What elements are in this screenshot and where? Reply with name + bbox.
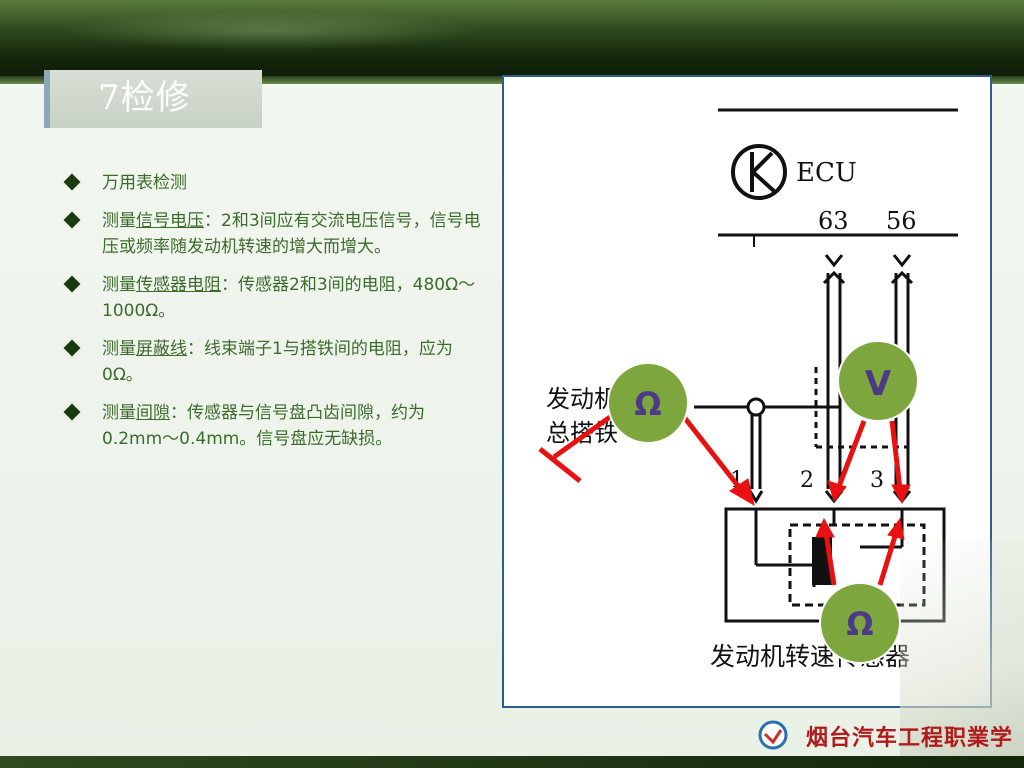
bullet-suffix: ：传感器2和3间的电阻，480Ω～1000Ω。	[102, 275, 476, 321]
bullet-keyword: 信号电压	[136, 211, 204, 231]
diamond-bullet-icon	[63, 339, 81, 357]
diamond-bullet-icon	[63, 275, 81, 293]
bullet-item: 万用表检测	[62, 170, 482, 196]
pin-63-label: 63	[818, 207, 849, 235]
bullet-prefix: 测量	[102, 211, 136, 231]
footer-band	[0, 756, 1024, 768]
bullet-prefix: 测量	[102, 339, 136, 359]
probe-arrows	[538, 414, 911, 586]
volt-meter-icon: V	[837, 340, 919, 422]
ground-label-line2: 总搭铁	[546, 419, 618, 447]
bullet-item: 测量屏蔽线：线束端子1与搭铁间的电阻，应为0Ω。	[62, 336, 482, 388]
bullet-list: 万用表检测 测量信号电压：2和3间应有交流电压信号，信号电压或频率随发动机转速的…	[62, 170, 482, 464]
pin-56-label: 56	[886, 207, 917, 235]
header-shine	[60, 10, 480, 50]
svg-text:Ω: Ω	[634, 385, 661, 423]
page-curl-decoration	[900, 540, 1024, 760]
svg-text:V: V	[865, 364, 892, 404]
bullet-text: 万用表检测	[102, 173, 187, 193]
bullet-item: 测量信号电压：2和3间应有交流电压信号，信号电压或频率随发动机转速的增大而增大。	[62, 208, 482, 260]
terminal-3-label: 3	[870, 468, 884, 493]
ecu-label: ECU	[796, 158, 857, 188]
ohm-meter-top-icon: Ω	[607, 362, 689, 444]
diamond-bullet-icon	[63, 173, 81, 191]
ecu-symbol-icon	[731, 144, 787, 200]
circuit-diagram: ECU 63 56	[538, 108, 958, 671]
diamond-bullet-icon	[63, 403, 81, 421]
bullet-keyword: 传感器电阻	[136, 275, 221, 295]
bullet-keyword: 间隙	[136, 403, 170, 423]
bullet-prefix: 测量	[102, 275, 136, 295]
bullet-prefix: 测量	[102, 403, 136, 423]
bullet-suffix: ：传感器与信号盘凸齿间隙，约为0.2mm～0.4mm。信号盘应无缺损。	[102, 403, 425, 449]
terminal-2-label: 2	[800, 468, 814, 493]
bullet-keyword: 屏蔽线	[136, 339, 187, 359]
diamond-bullet-icon	[63, 211, 81, 229]
school-logo-icon	[758, 720, 788, 750]
title-accent-bar	[44, 70, 50, 128]
slide-title: 7检修	[98, 78, 191, 118]
title-box: 7检修	[44, 70, 262, 128]
bullet-item: 测量间隙：传感器与信号盘凸齿间隙，约为0.2mm～0.4mm。信号盘应无缺损。	[62, 400, 482, 452]
bullet-suffix: ：2和3间应有交流电压信号，信号电压或频率随发动机转速的增大而增大。	[102, 211, 481, 257]
bullet-item: 测量传感器电阻：传感器2和3间的电阻，480Ω～1000Ω。	[62, 272, 482, 324]
ohm-meter-bottom-icon: Ω	[819, 582, 901, 664]
svg-text:Ω: Ω	[846, 605, 873, 643]
ground-label-line1: 发动机	[546, 385, 618, 413]
bullet-suffix: ：线束端子1与搭铁间的电阻，应为0Ω。	[102, 339, 453, 385]
